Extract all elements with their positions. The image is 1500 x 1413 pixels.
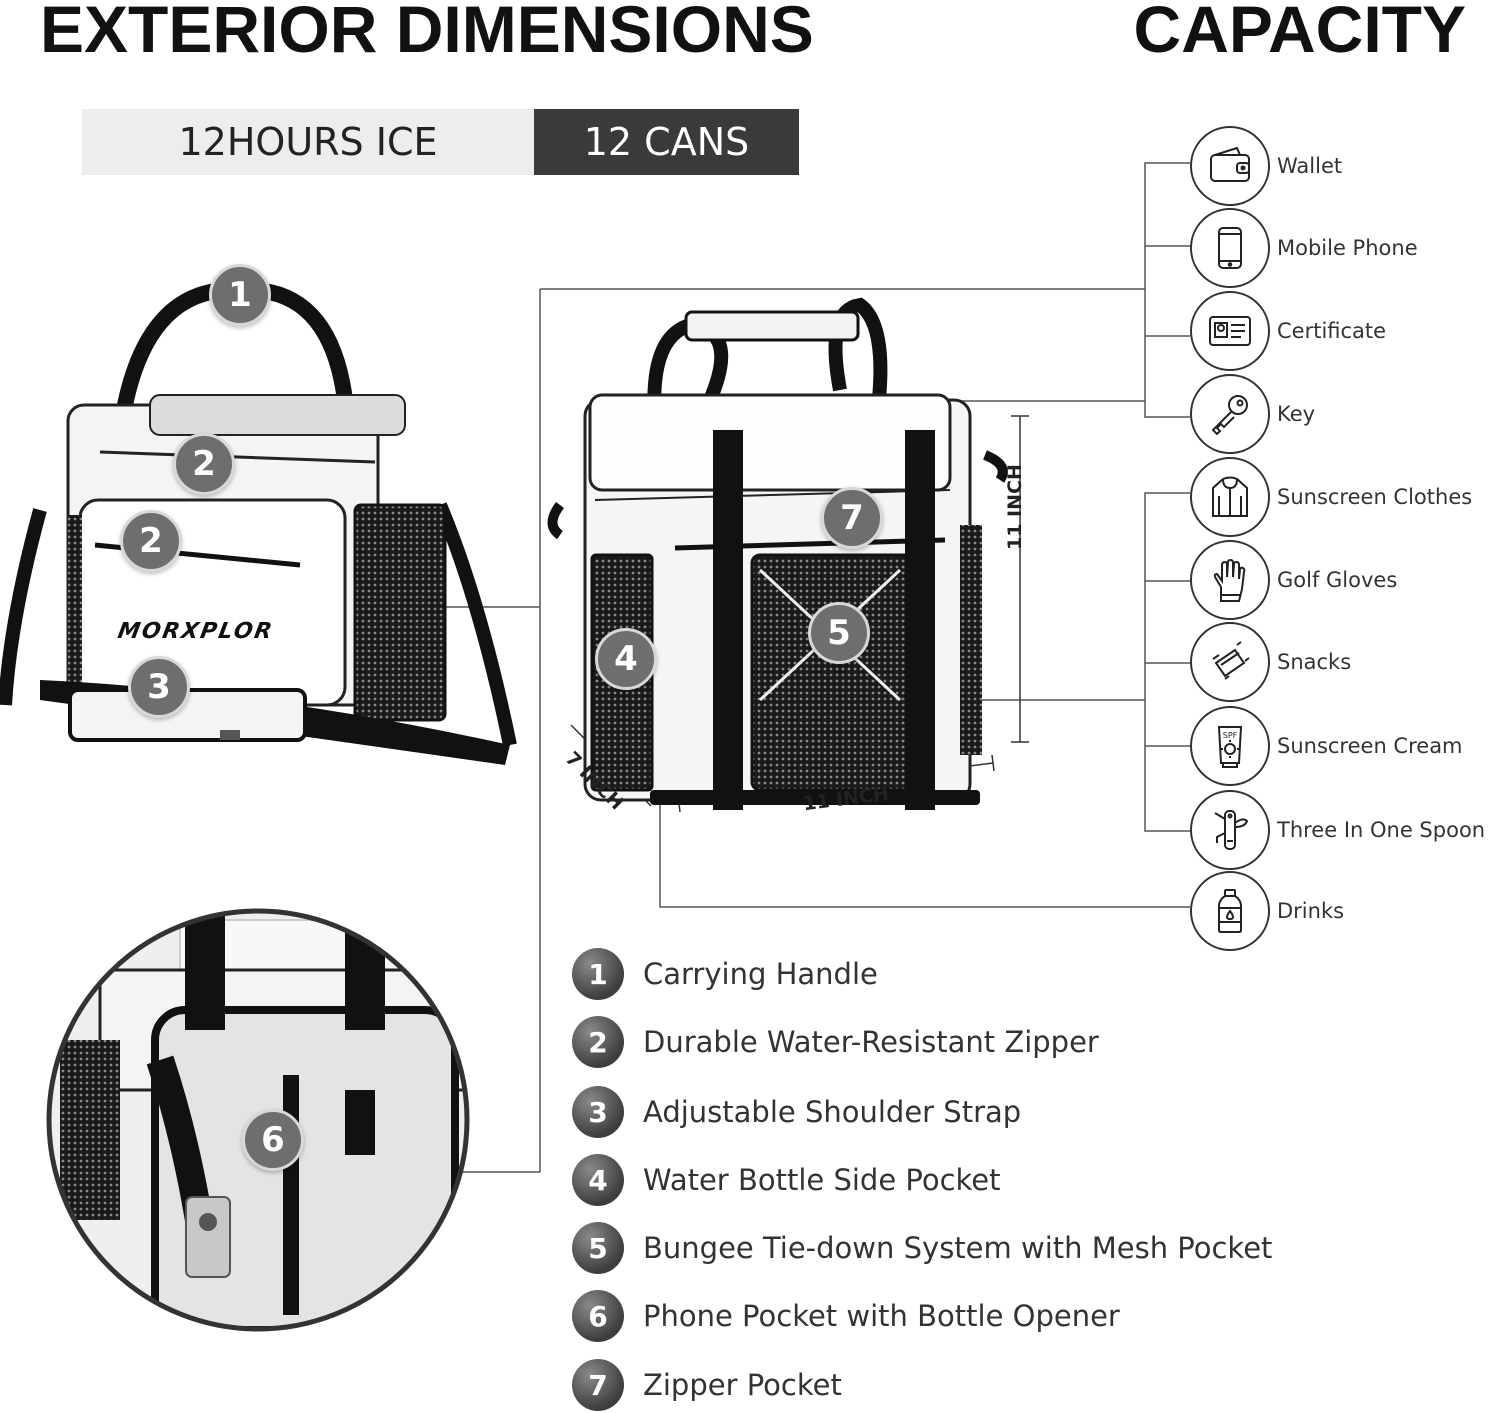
callout-badge-2-front: 2 [120,510,182,572]
feature-number: 1 [572,948,624,1000]
callout-badge-6: 6 [242,1109,304,1171]
feature-label: Bungee Tie-down System with Mesh Pocket [643,1231,1273,1265]
capacity-label: Mobile Phone [1277,236,1418,260]
svg-text:SPF: SPF [1223,731,1238,740]
capacity-label: Snacks [1277,650,1352,674]
capacity-label: Drinks [1277,899,1345,923]
feature-label: Water Bottle Side Pocket [643,1163,1001,1197]
bag-center-illustration [547,297,1008,810]
wallet-icon [1190,126,1270,206]
feature-label: Adjustable Shoulder Strap [643,1095,1022,1129]
connector-lines [240,162,1190,1173]
feature-item-2: 2 Durable Water-Resistant Zipper [572,1016,1099,1068]
feature-label: Phone Pocket with Bottle Opener [643,1299,1120,1333]
callout-badge-5: 5 [808,602,870,664]
sunscreen-clothes-icon [1190,457,1270,537]
feature-item-6: 6 Phone Pocket with Bottle Opener [572,1290,1120,1342]
brand-logo: MORXPLOR [115,619,276,644]
feature-item-5: 5 Bungee Tie-down System with Mesh Pocke… [572,1222,1272,1274]
feature-number: 7 [572,1359,624,1411]
bag-left-illustration [0,281,517,765]
capacity-heading: CAPACITY [1133,0,1466,66]
feature-number: 6 [572,1290,624,1342]
capacity-label: Certificate [1277,319,1387,343]
callout-badge-2-top: 2 [173,433,235,495]
feature-item-7: 7 Zipper Pocket [572,1359,842,1411]
capacity-item-wallet: Wallet [1190,126,1500,206]
snacks-icon [1190,622,1270,702]
capacity-label: Sunscreen Clothes [1277,485,1473,509]
feature-label: Durable Water-Resistant Zipper [643,1025,1099,1059]
sunscreen-cream-icon: SPF [1190,706,1270,786]
feature-item-4: 4 Water Bottle Side Pocket [572,1154,1001,1206]
feature-number: 2 [572,1016,624,1068]
spec-bar: 12HOURS ICE 12 CANS [82,109,799,175]
callout-badge-1: 1 [209,264,271,326]
height-dimension-label: 11 INCH [1004,464,1026,550]
golf-gloves-icon [1190,540,1270,620]
capacity-label: Wallet [1277,154,1343,178]
certificate-icon [1190,291,1270,371]
feature-label: Zipper Pocket [643,1368,842,1402]
ice-retention-label: 12HOURS ICE [82,109,534,175]
exterior-dimensions-heading: EXTERIOR DIMENSIONS [40,0,814,66]
feature-number: 4 [572,1154,624,1206]
callout-badge-7: 7 [821,487,883,549]
capacity-item-key: Key [1190,374,1500,454]
feature-item-1: 1 Carrying Handle [572,948,878,1000]
feature-number: 3 [572,1086,624,1138]
capacity-label: Golf Gloves [1277,568,1398,592]
callout-badge-3: 3 [128,656,190,718]
capacity-item-snacks: Snacks [1190,622,1500,702]
capacity-label: Key [1277,402,1316,426]
callout-badge-4: 4 [595,628,657,690]
capacity-label: Sunscreen Cream [1277,734,1463,758]
capacity-item-drinks: Drinks [1190,871,1500,951]
capacity-item-sunscreen-clothes: Sunscreen Clothes [1190,457,1500,537]
mobile-phone-icon [1190,208,1270,288]
capacity-item-golf-gloves: Golf Gloves [1190,540,1500,620]
capacity-item-three-in-one-spoon: Three In One Spoon [1190,790,1500,870]
feature-label: Carrying Handle [643,957,878,991]
capacity-item-certificate: Certificate [1190,291,1500,371]
capacity-label: Three In One Spoon [1277,818,1486,842]
drinks-icon [1190,871,1270,951]
feature-number: 5 [572,1222,624,1274]
capacity-item-sunscreen-cream: SPF Sunscreen Cream [1190,706,1500,786]
feature-item-3: 3 Adjustable Shoulder Strap [572,1086,1021,1138]
key-icon [1190,374,1270,454]
three-in-one-spoon-icon [1190,790,1270,870]
capacity-item-mobile-phone: Mobile Phone [1190,208,1500,288]
can-capacity-label: 12 CANS [534,109,799,175]
